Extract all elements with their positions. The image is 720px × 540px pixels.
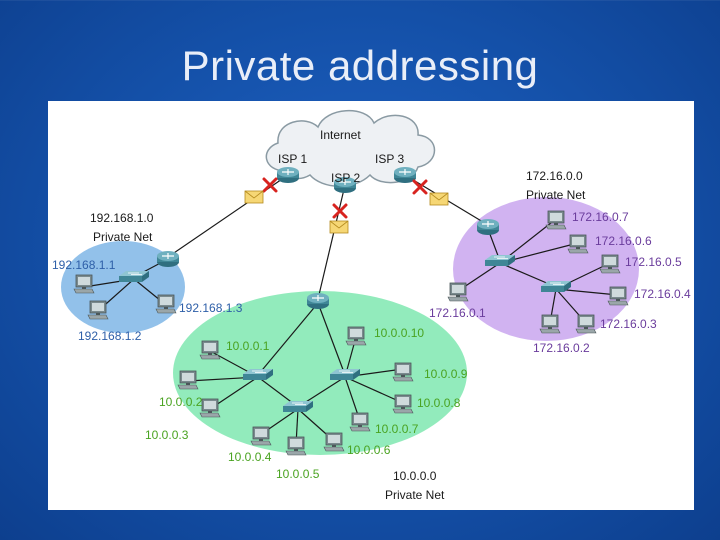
network-diagram-panel: Internet ISP 1 ISP 2 ISP 3 192.168.1.0 P… [48,101,694,510]
pc-icon [448,283,468,301]
zone-10-network [173,291,467,455]
host-10-7: 10.0.0.7 [375,422,418,436]
isp3-label: ISP 3 [375,152,404,166]
net10-caption: Private Net [385,488,444,502]
bg-grid [0,0,720,1]
host-172-6: 172.16.0.6 [595,234,652,248]
host-10-2: 10.0.0.2 [159,395,202,409]
host-172-7: 172.16.0.7 [572,210,629,224]
pc-icon [608,287,628,305]
pc-icon [576,315,596,333]
host-192-3: 192.168.1.3 [179,301,242,315]
pc-icon [178,371,198,389]
pc-icon [74,275,94,293]
pc-icon [200,341,220,359]
pc-icon [200,399,220,417]
host-10-9: 10.0.0.9 [424,367,467,381]
host-172-4: 172.16.0.4 [634,287,691,301]
pc-icon [286,437,306,455]
host-192-1: 192.168.1.1 [52,258,115,272]
host-192-2: 192.168.1.2 [78,329,141,343]
pc-icon [156,295,176,313]
slide-title: Private addressing [0,42,720,90]
isp1-label: ISP 1 [278,152,307,166]
host-172-5: 172.16.0.5 [625,255,682,269]
internet-label: Internet [320,128,361,142]
net10-address: 10.0.0.0 [393,469,436,483]
host-10-5: 10.0.0.5 [276,467,319,481]
net192-caption: Private Net [93,230,152,244]
net172-address: 172.16.0.0 [526,169,583,183]
pc-icon [251,427,271,445]
pc-icon [88,301,108,319]
isp1-router-icon [277,167,299,183]
net172-caption: Private Net [526,188,585,202]
pc-icon [350,413,370,431]
pc-icon [600,255,620,273]
host-10-1: 10.0.0.1 [226,339,269,353]
envelope-icon [245,191,263,203]
host-10-8: 10.0.0.8 [417,396,460,410]
pc-icon [568,235,588,253]
pc-icon [393,363,413,381]
pc-icon [393,395,413,413]
router-192-icon [157,251,179,267]
envelope-icon [330,221,348,233]
pc-icon [324,433,344,451]
host-172-3: 172.16.0.3 [600,317,657,331]
net192-address: 192.168.1.0 [90,211,153,225]
pc-icon [540,315,560,333]
pc-icon [546,211,566,229]
router-172-icon [477,219,499,235]
host-10-10: 10.0.0.10 [374,326,424,340]
host-10-4: 10.0.0.4 [228,450,271,464]
envelope-icon [430,193,448,205]
host-172-1: 172.16.0.1 [429,306,486,320]
router-10-icon [307,293,329,309]
pc-icon [346,327,366,345]
host-172-2: 172.16.0.2 [533,341,590,355]
host-10-3: 10.0.0.3 [145,428,188,442]
host-10-6: 10.0.0.6 [347,443,390,457]
isp2-label: ISP 2 [331,171,360,185]
